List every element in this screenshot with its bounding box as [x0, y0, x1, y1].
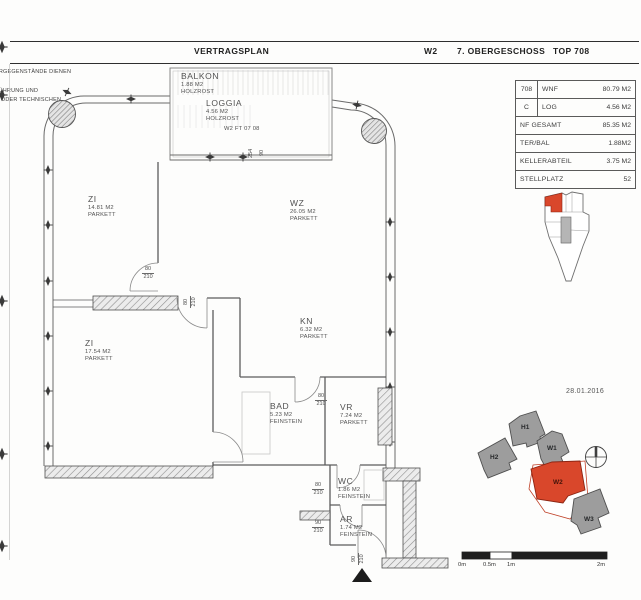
room-label-ar: AR 1.74 M2 FEINSTEIN — [340, 514, 373, 538]
room-label-wz: WZ 26.05 M2 PARKETT — [290, 198, 318, 222]
table-cell: 3.75 M2 — [606, 158, 631, 165]
table-cell: 80.79 M2 — [602, 86, 631, 93]
facade-joint-icons — [43, 85, 395, 452]
table-cell: 85.35 M2 — [602, 122, 631, 129]
room-label-zi1: ZI 14.81 M2 PARKETT — [88, 194, 116, 218]
site-label-w2: W2 — [553, 479, 563, 486]
hatched-walls — [44, 295, 449, 569]
site-building-w1 — [536, 430, 570, 469]
room-label-loggia: LOGGIA 4.56 M2 HOLZROST — [206, 98, 243, 122]
north-compass-icon — [585, 446, 607, 468]
table-cell: 708 — [516, 81, 538, 98]
interior-walls — [53, 162, 386, 546]
wood-decking-hatch — [177, 70, 329, 128]
key-plan — [544, 191, 590, 282]
key-plan-core — [560, 216, 572, 244]
key-plan-highlight-unit — [544, 192, 563, 213]
site-label-w1: W1 — [547, 445, 557, 452]
table-cell: C — [516, 99, 538, 116]
table-cell: 4.56 M2 — [606, 104, 631, 111]
table-cell: STELLPLATZ — [520, 176, 564, 183]
table-row: NF GESAMT 85.35 M2 — [516, 117, 635, 135]
site-building-h2 — [477, 437, 518, 479]
room-label-kn: KN 6.32 M2 PARKETT — [300, 316, 328, 340]
room-label-wc: WC 1.86 M2 FEINSTEIN — [338, 476, 371, 500]
room-label-balkon: BALKON 1.88 M2 HOLZROST — [181, 71, 220, 95]
door-dim-wc: 80 210 — [312, 482, 325, 497]
entrance-arrow-icon — [352, 568, 372, 582]
scale-label-05: 0.5m — [483, 562, 496, 568]
plan-unit-code: W2 FT 07 08 — [224, 126, 260, 132]
scale-label-2: 2m — [597, 562, 606, 568]
loggia-depth-dim: 254 — [248, 148, 254, 158]
table-cell: 1.88M2 — [608, 140, 631, 147]
column-top-left — [48, 100, 76, 128]
balcony-loggia-outline — [169, 67, 333, 161]
table-cell: 52 — [623, 176, 631, 183]
floor-label: 7. OBERGESCHOSS — [457, 46, 546, 56]
door-dim-zi1: 80 210 — [142, 266, 155, 281]
table-row: KELLERABTEIL 3.75 M2 — [516, 153, 635, 171]
table-cell: NF GESAMT — [520, 122, 562, 129]
site-label-w3: W3 — [584, 516, 594, 523]
site-building-w3 — [570, 488, 610, 535]
column-top-right — [361, 118, 387, 144]
door-dim-ar: 90 210 — [312, 520, 325, 535]
table-cell: TER/BAL — [520, 140, 550, 147]
unit-code: W2 — [424, 46, 438, 56]
door-dim-hall: 80 210 — [183, 295, 198, 308]
table-row: STELLPLATZ 52 — [516, 171, 635, 188]
header-rule-bottom — [10, 63, 639, 64]
site-label-h2: H2 — [490, 454, 499, 461]
room-label-bad: BAD 5.23 M2 FEINSTEIN — [270, 401, 303, 425]
table-cell: KELLERABTEIL — [520, 158, 572, 165]
room-label-zi2: ZI 17.54 M2 PARKETT — [85, 338, 113, 362]
margin-note-3: N ODER TECHNISCHEN — [0, 97, 62, 103]
area-table: 708 WNF 80.79 M2 C LOG 4.56 M2 NF GESAMT… — [515, 80, 636, 189]
room-label-vr: VR 7.24 M2 PARKETT — [340, 402, 368, 426]
scale-label-1: 1m — [507, 562, 516, 568]
fixtures — [241, 391, 385, 501]
scan-edge-marks — [0, 40, 10, 560]
header-rule-top — [10, 41, 639, 42]
table-row: C LOG 4.56 M2 — [516, 99, 635, 117]
plan-title: VERTRAGSPLAN — [194, 46, 270, 56]
top-number: TOP 708 — [553, 46, 590, 56]
scale-bar — [461, 551, 608, 560]
table-row: 708 WNF 80.79 M2 — [516, 81, 635, 99]
door-dim-entrance: 90 210 — [351, 552, 366, 565]
door-dim-bad: 80 210 — [315, 393, 328, 408]
site-building-w2-highlight — [530, 460, 586, 504]
scale-label-0: 0m — [458, 562, 467, 568]
table-cell: LOG — [542, 104, 557, 111]
door-swings — [129, 262, 387, 559]
site-label-h1: H1 — [521, 424, 530, 431]
table-cell: WNF — [542, 86, 559, 93]
margin-note-1: ARGEGENSTÄNDE DIENEN — [0, 69, 72, 75]
plan-date: 28.01.2016 — [566, 388, 605, 395]
loggia-width-dim: 90 — [259, 149, 265, 156]
table-row: TER/BAL 1.88M2 — [516, 135, 635, 153]
margin-note-2: FÜHRUNG UND — [0, 88, 39, 94]
site-plan — [477, 410, 610, 535]
